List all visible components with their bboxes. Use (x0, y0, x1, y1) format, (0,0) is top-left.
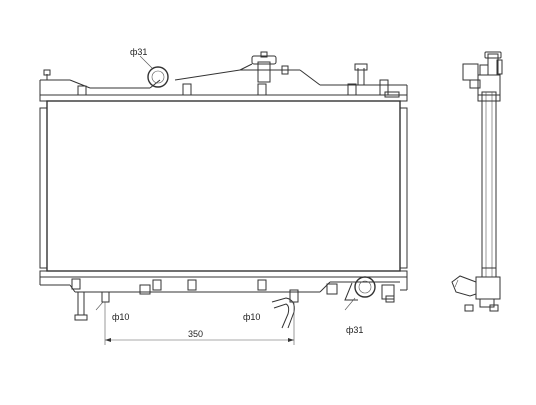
top-tank (39, 63, 408, 102)
side-top-tank (462, 51, 503, 102)
side-view (451, 51, 503, 312)
inlet-diameter-label: ф31 (130, 47, 147, 57)
side-bottom-tank (451, 267, 501, 312)
inlet-pipe (139, 55, 169, 88)
drain-right-diameter-label: ф10 (243, 312, 260, 322)
left-side-bracket (39, 107, 48, 269)
bottom-tank (39, 270, 408, 321)
side-core (481, 91, 497, 278)
right-side-bracket (399, 107, 408, 269)
radiator-core (46, 100, 401, 272)
drain-left-diameter-label: ф10 (112, 312, 129, 322)
outlet-diameter-label: ф31 (346, 325, 363, 335)
drain-fitting-left (95, 291, 110, 311)
radiator-cap (239, 51, 289, 83)
front-view: ф31 ф10 ф10 350 ф31 (39, 47, 408, 345)
outlet-pipe (344, 276, 376, 311)
width-dimension-label: 350 (188, 329, 203, 339)
width-dimension (104, 302, 295, 345)
